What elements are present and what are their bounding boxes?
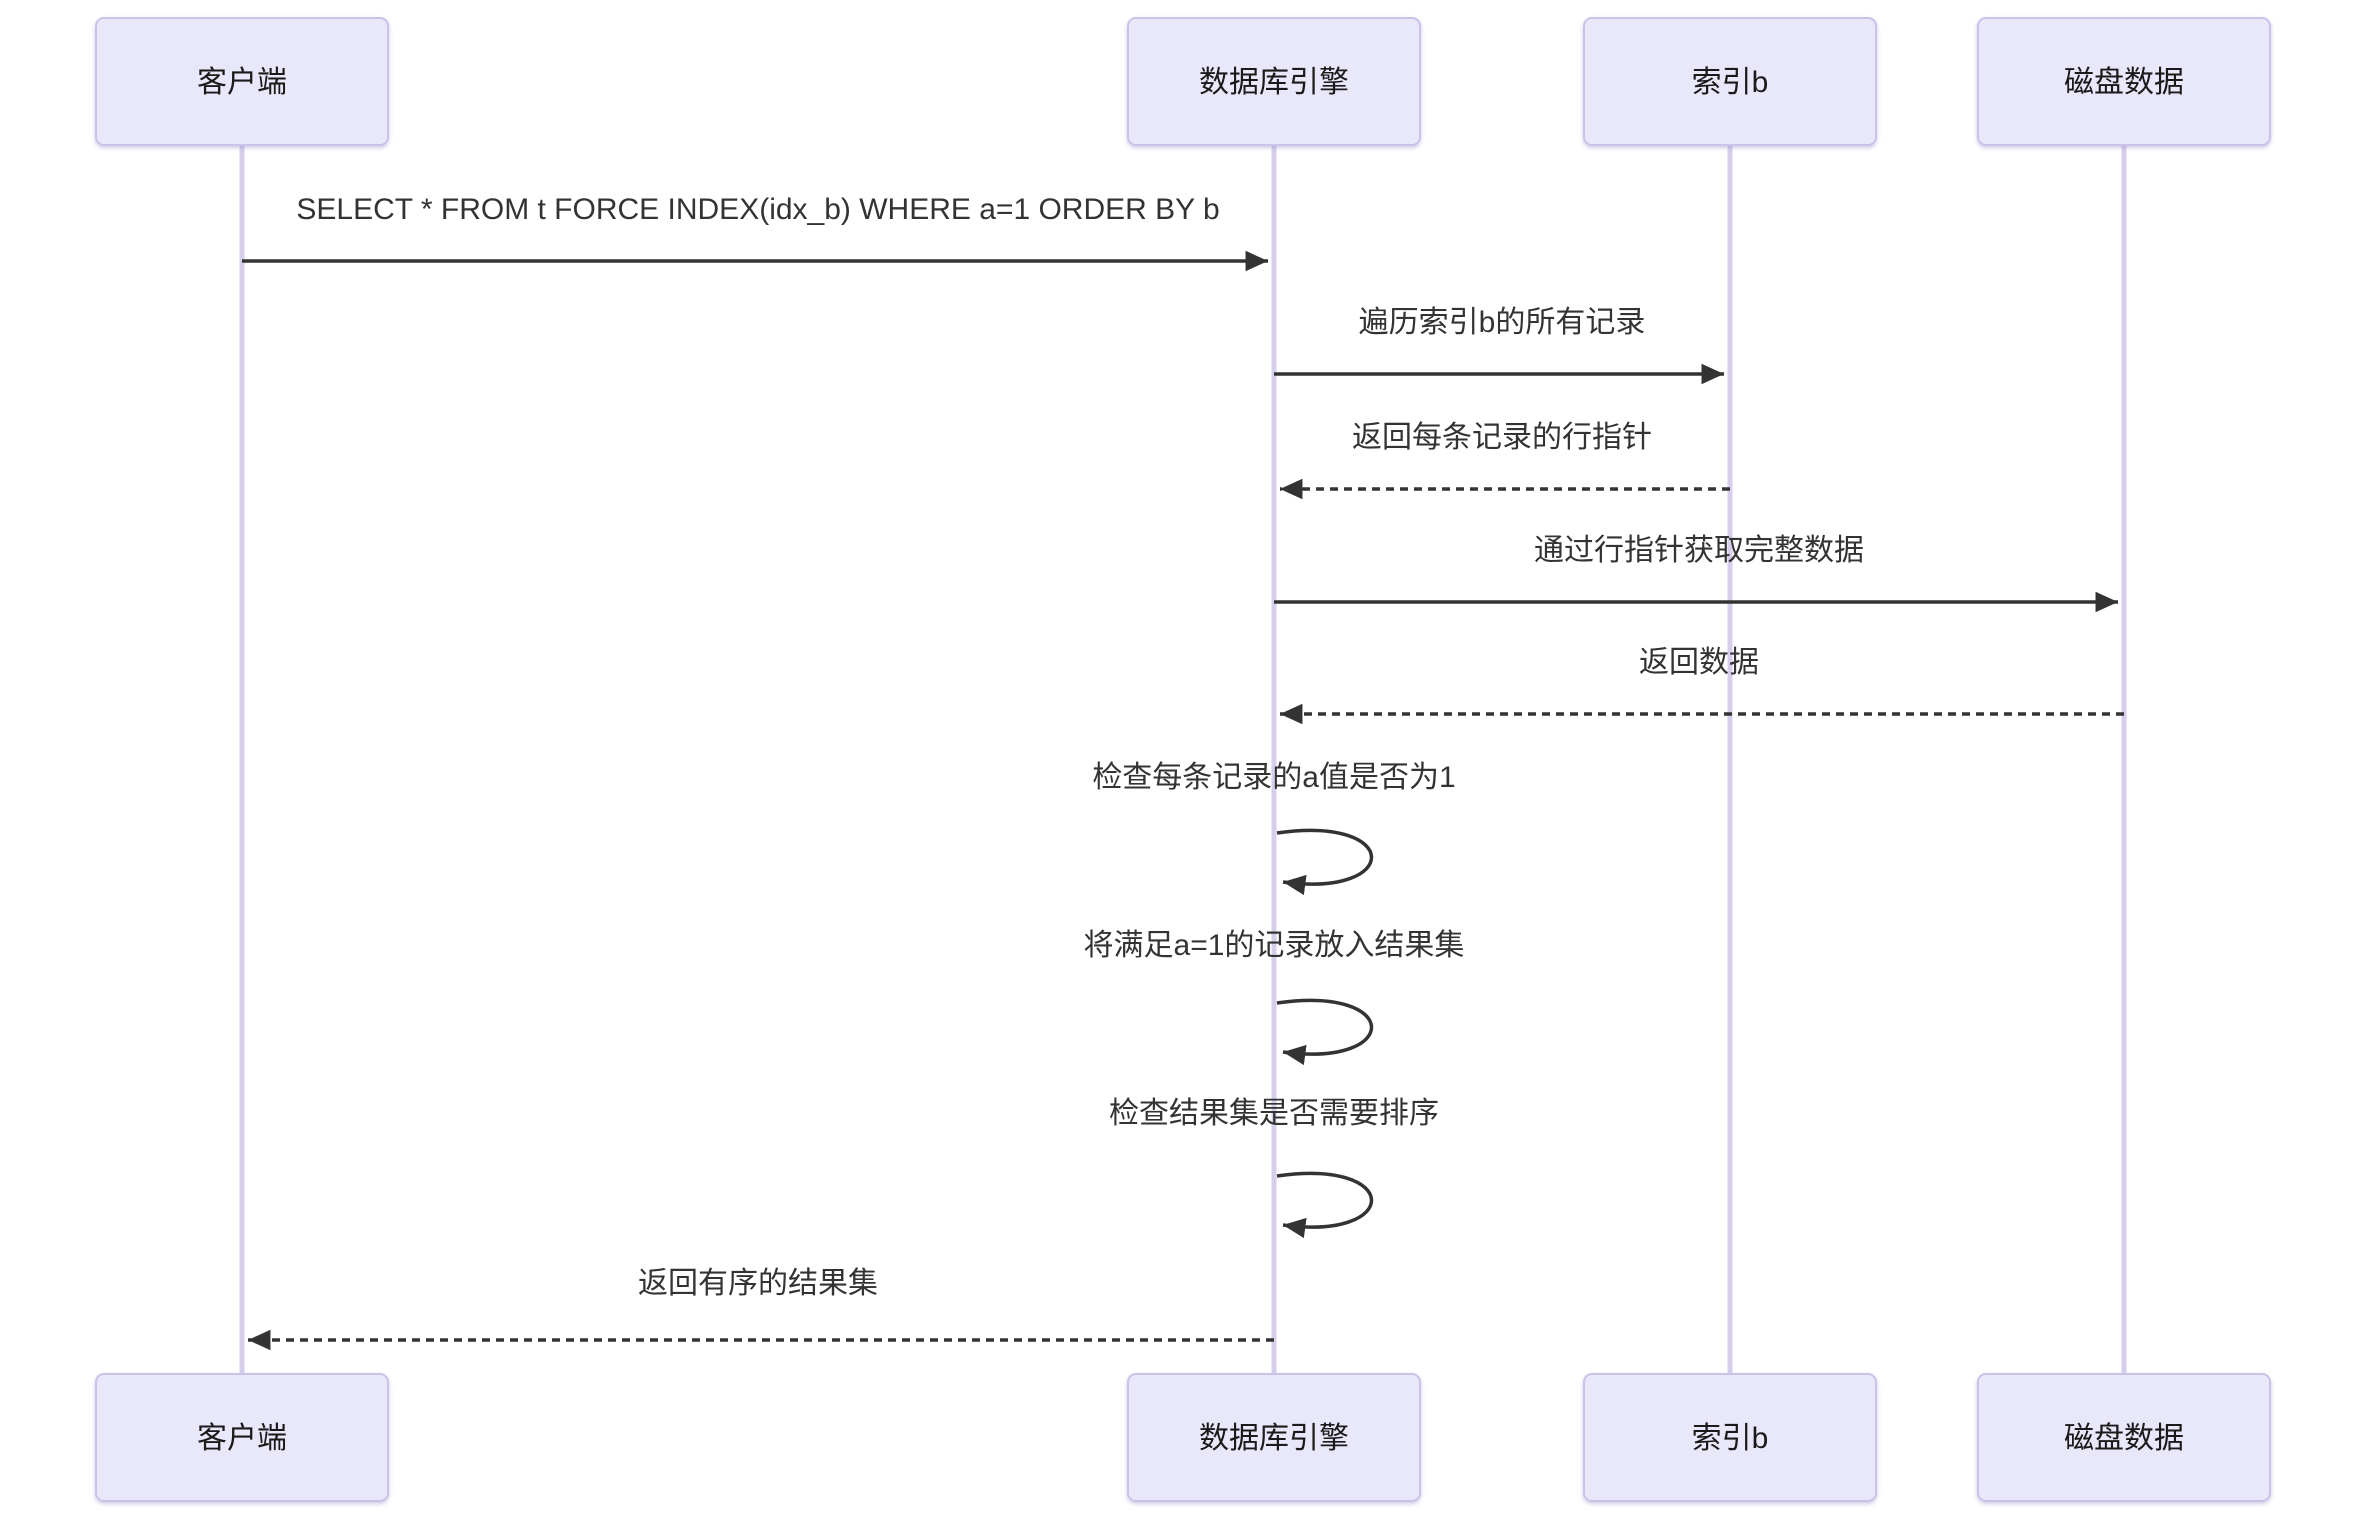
actor-box-engine-bottom — [1127, 1373, 1421, 1502]
actor-box-index-b-bottom — [1583, 1373, 1877, 1502]
actor-box-client-top — [95, 17, 389, 146]
actor-label-index-b-bottom: 索引b — [1692, 1422, 1769, 1455]
message-9-label: 返回有序的结果集 — [638, 1267, 878, 1300]
message-7-label: 将满足a=1的记录放入结果集 — [1084, 929, 1465, 962]
actor-label-disk-top: 磁盘数据 — [2064, 66, 2184, 99]
actor-label-index-b-top: 索引b — [1692, 66, 1769, 99]
message-2-label: 遍历索引b的所有记录 — [1359, 306, 1646, 339]
actor-box-client-bottom — [95, 1373, 389, 1502]
actor-label-engine-bottom: 数据库引擎 — [1199, 1422, 1349, 1455]
message-4-label: 通过行指针获取完整数据 — [1534, 534, 1864, 567]
actor-box-index-b-top — [1583, 17, 1877, 146]
message-8-self-loop — [1276, 1171, 1374, 1239]
message-5-label: 返回数据 — [1639, 646, 1759, 679]
message-6-self-loop — [1276, 828, 1374, 896]
message-8-label: 检查结果集是否需要排序 — [1109, 1097, 1439, 1130]
message-1-label: SELECT * FROM t FORCE INDEX(idx_b) WHERE… — [296, 193, 1219, 226]
message-7-self-loop — [1276, 998, 1374, 1066]
actor-box-disk-bottom — [1977, 1373, 2271, 1502]
message-6-label: 检查每条记录的a值是否为1 — [1092, 761, 1455, 794]
actor-label-engine-top: 数据库引擎 — [1199, 66, 1349, 99]
message-3-label: 返回每条记录的行指针 — [1352, 421, 1652, 454]
actor-label-disk-bottom: 磁盘数据 — [2064, 1422, 2184, 1455]
actor-label-client-top: 客户端 — [197, 66, 287, 99]
actor-box-engine-top — [1127, 17, 1421, 146]
actor-box-disk-top — [1977, 17, 2271, 146]
actor-label-client-bottom: 客户端 — [197, 1422, 287, 1455]
